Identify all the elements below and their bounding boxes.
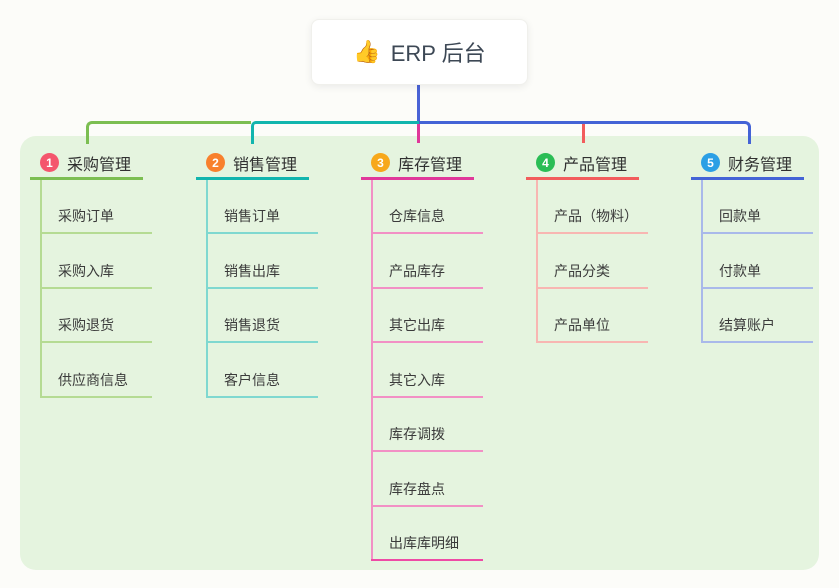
root-label: ERP 后台 [390, 41, 486, 66]
connector-branch-purchase [86, 121, 251, 144]
branch-label: 采购管理 [67, 156, 132, 174]
root-node[interactable]: 👍 ERP 后台 [311, 19, 528, 85]
branch-spine [206, 180, 208, 398]
branch-spine [40, 180, 42, 398]
branch-spine [701, 180, 703, 343]
branch-badge: 4 [536, 153, 555, 172]
child-node[interactable]: 采购订单 [40, 200, 152, 234]
branch-badge: 3 [371, 153, 390, 172]
child-node[interactable]: 产品库存 [371, 255, 483, 289]
child-node[interactable]: 库存调拨 [371, 418, 483, 452]
connector-branch-finance [419, 121, 751, 144]
branch-spine [536, 180, 538, 343]
branch-header-finance[interactable]: 5 财务管理 [691, 148, 804, 180]
child-node[interactable]: 销售退货 [206, 309, 318, 343]
branch-header-purchase[interactable]: 1 采购管理 [30, 148, 143, 180]
child-node[interactable]: 其它出库 [371, 309, 483, 343]
branches-panel [20, 136, 819, 570]
branch-badge: 5 [701, 153, 720, 172]
child-node[interactable]: 产品（物料） [536, 200, 648, 234]
child-node[interactable]: 结算账户 [701, 309, 813, 343]
connector-branch-product [582, 124, 585, 143]
child-node[interactable]: 客户信息 [206, 364, 318, 398]
connector-branch-sales [251, 121, 419, 144]
child-node[interactable]: 采购入库 [40, 255, 152, 289]
child-node[interactable]: 其它入库 [371, 364, 483, 398]
branch-badge: 2 [206, 153, 225, 172]
child-node[interactable]: 仓库信息 [371, 200, 483, 234]
child-node[interactable]: 产品单位 [536, 309, 648, 343]
thumbs-up-icon: 👍 [353, 39, 381, 64]
connector-branch-inventory [417, 124, 420, 143]
child-node[interactable]: 出库库明细 [371, 527, 483, 561]
branch-label: 销售管理 [233, 156, 298, 174]
child-node[interactable]: 付款单 [701, 255, 813, 289]
child-node[interactable]: 供应商信息 [40, 364, 152, 398]
branch-label: 财务管理 [728, 156, 793, 174]
child-node[interactable]: 采购退货 [40, 309, 152, 343]
branch-label: 产品管理 [563, 156, 628, 174]
branch-badge: 1 [40, 153, 59, 172]
branch-header-inventory[interactable]: 3 库存管理 [361, 148, 474, 180]
branch-label: 库存管理 [398, 156, 463, 174]
connector-root-stem [417, 83, 420, 121]
branch-header-sales[interactable]: 2 销售管理 [196, 148, 309, 180]
child-node[interactable]: 回款单 [701, 200, 813, 234]
child-node[interactable]: 销售订单 [206, 200, 318, 234]
branch-spine [371, 180, 373, 561]
child-node[interactable]: 产品分类 [536, 255, 648, 289]
child-node[interactable]: 销售出库 [206, 255, 318, 289]
branch-header-product[interactable]: 4 产品管理 [526, 148, 639, 180]
child-node[interactable]: 库存盘点 [371, 473, 483, 507]
